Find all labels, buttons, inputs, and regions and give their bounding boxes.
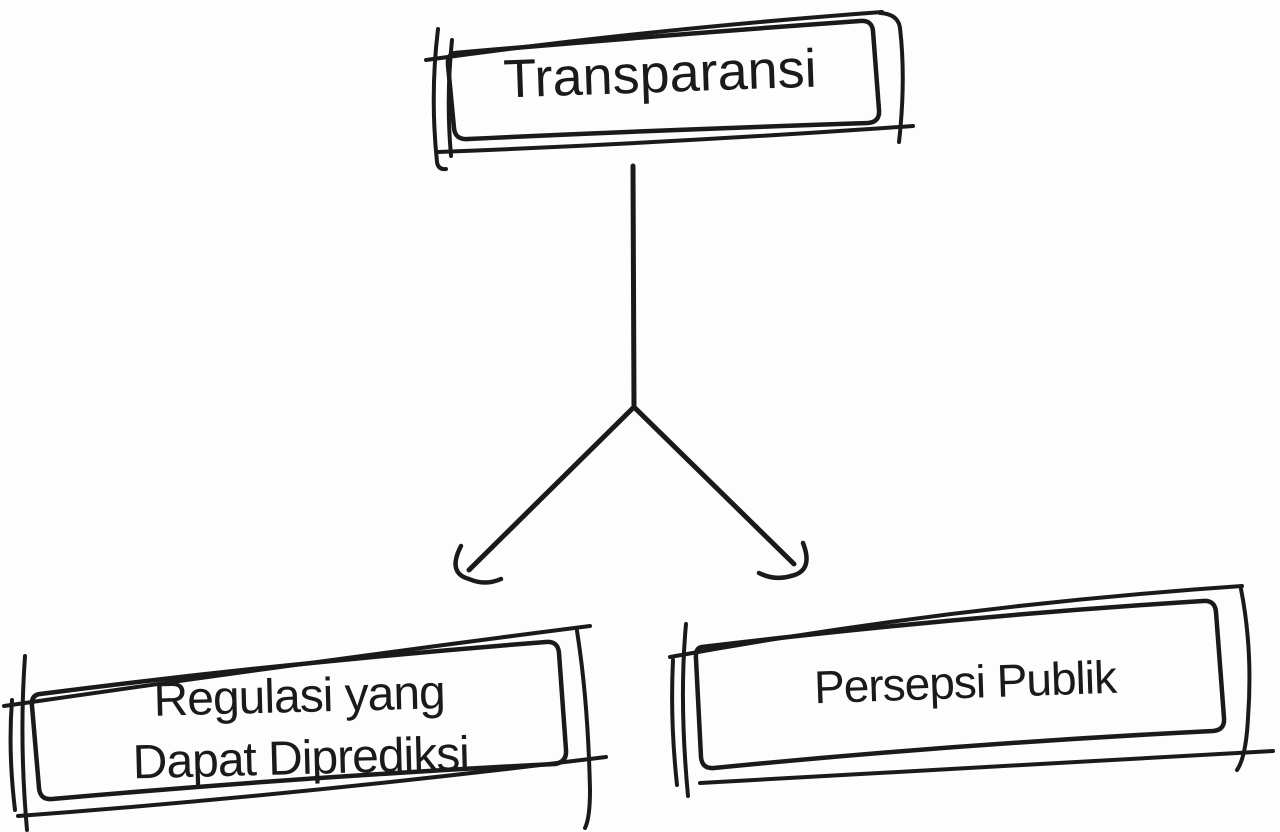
node-box-left-outer-topline bbox=[2, 624, 592, 708]
node-box-left bbox=[2, 624, 608, 832]
node-box-top-inner bbox=[445, 18, 882, 142]
node-box-top-outer-topline bbox=[424, 10, 884, 62]
node-box-right-inner bbox=[693, 598, 1227, 771]
node-box-top bbox=[424, 10, 915, 172]
node-box-left-outer-leftline bbox=[20, 654, 29, 832]
node-box-left-outer-leftline2 bbox=[8, 698, 17, 812]
node-box-right-outer-topline bbox=[668, 584, 1244, 659]
node-box-right bbox=[668, 584, 1275, 798]
arrow-branch-right bbox=[631, 404, 797, 567]
node-box-left-outer-rightline bbox=[575, 629, 592, 830]
node-label-left: Regulasi yang Dapat Diprediksi bbox=[58, 660, 541, 797]
node-box-right-outer-leftline2 bbox=[670, 658, 679, 787]
arrow-shaft bbox=[630, 163, 637, 410]
right-arrowhead bbox=[756, 540, 809, 581]
node-box-top-outer-rightline bbox=[878, 11, 905, 144]
node-box-top-outer-bottomline bbox=[436, 124, 915, 154]
node-box-right-outer-bottomline bbox=[698, 749, 1275, 785]
arrow-branch-left bbox=[466, 404, 637, 573]
connector-arrow bbox=[453, 163, 809, 585]
node-box-right-outer-leftline bbox=[680, 622, 690, 798]
node-box-top-outer-leftline2 bbox=[446, 38, 454, 158]
node-box-left-outer-bottomline bbox=[16, 755, 608, 818]
node-box-top-outer-leftline bbox=[431, 27, 448, 172]
node-box-right-outer-rightline bbox=[1235, 587, 1252, 772]
left-arrowhead bbox=[453, 543, 504, 585]
node-label-left-line2: Dapat Diprediksi bbox=[132, 727, 470, 790]
